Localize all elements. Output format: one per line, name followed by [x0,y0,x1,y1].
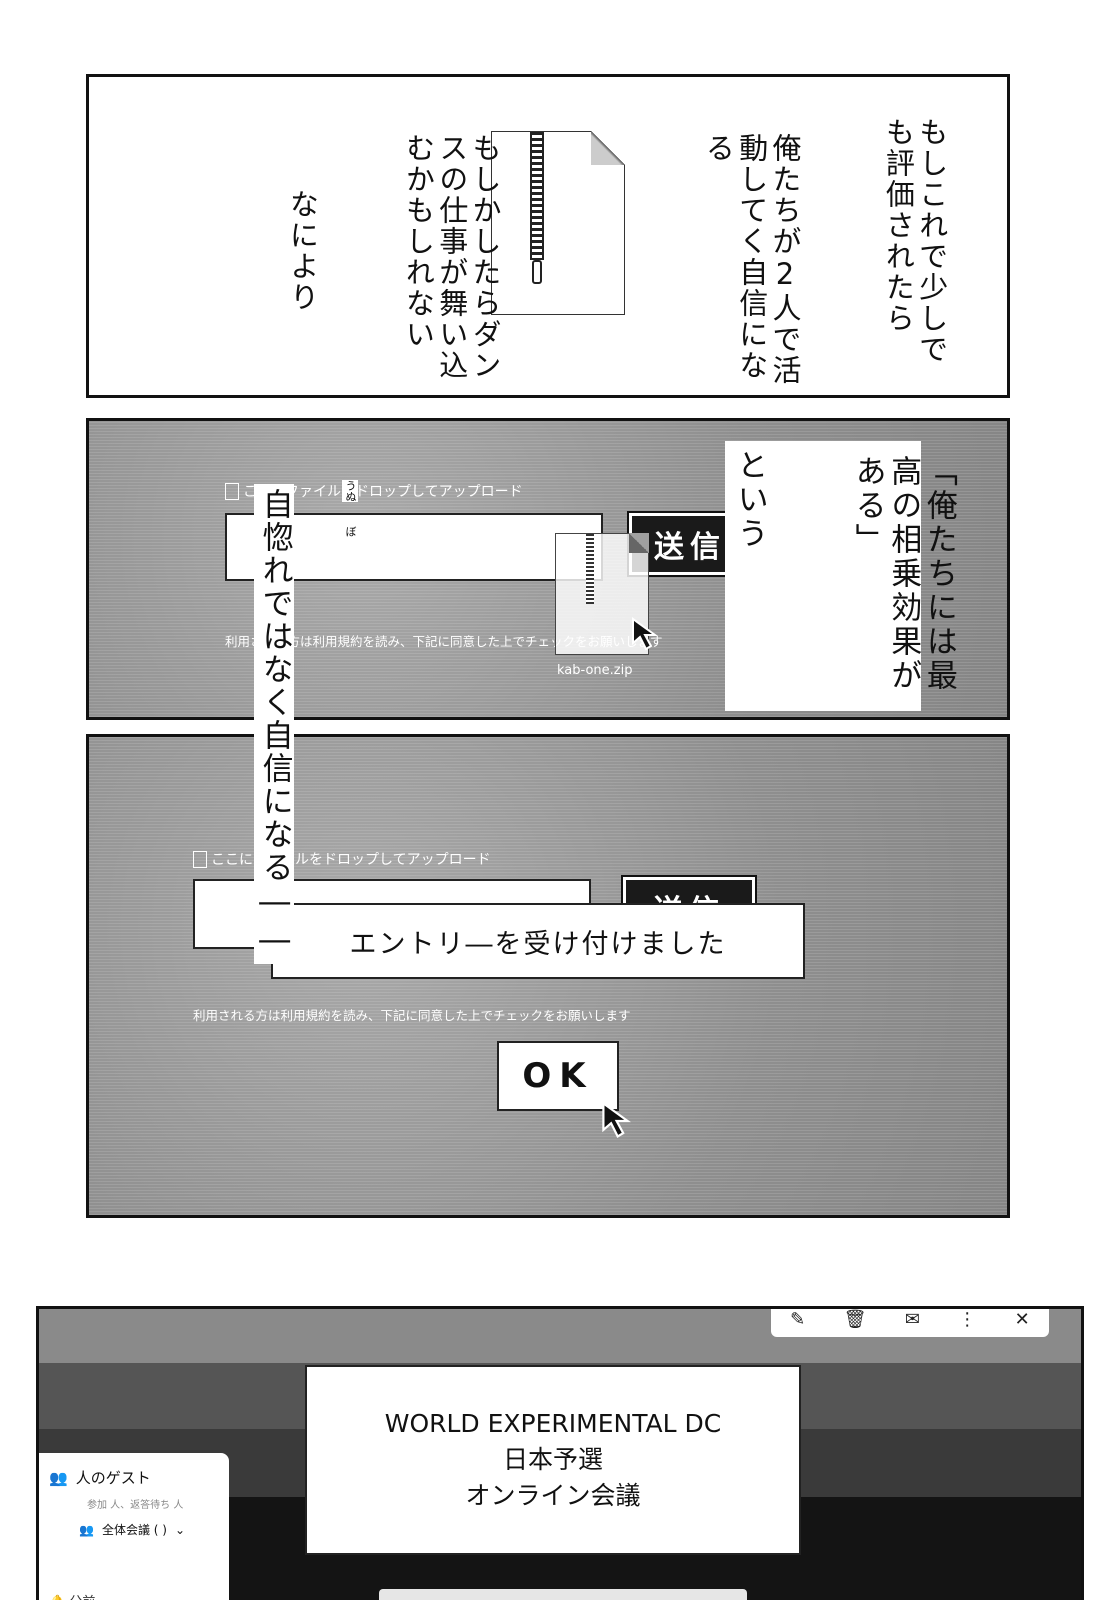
guests-row: 👥 人のゲスト [49,1467,219,1488]
event-toolbar: ✎ 🗑 ✉ ⋮ ✕ [771,1308,1049,1337]
terms-text: 利用される方は利用規約を読み、下記に同意した上でチェックをお願いします [225,634,663,649]
meeting-label: 全体会議 ( ) [101,1523,167,1537]
trash-icon[interactable]: 🗑 [843,1308,867,1330]
bell-icon: 🔔 [49,1595,65,1600]
ruby-text-1: うぬ [342,480,358,502]
meeting-title-card: WORLD EXPERIMENTAL DC 日本予選 オンライン会議 [305,1365,801,1555]
mouse-cursor-icon [632,617,659,651]
bubble-text: 「俺たちには最高の相乗効果がある」 [849,455,957,693]
meeting-title-line2: 日本予選 [502,1444,603,1474]
join-bar[interactable] [379,1589,747,1600]
meeting-title-line3: オンライン会議 [465,1481,641,1511]
panel-upload-form: ここにファイルをドロップしてアップロード 送信 利用される方は利用規約を読み、下… [86,418,1010,720]
guest-info-card: 👥 人のゲスト 参加 人、返答待ち 人 👥 全体会議 ( ) ⌄ 🔔 分前 [39,1453,229,1600]
drop-zone-text: ここにファイルをドロップしてアップロード [243,484,523,500]
narration-text-3: もしかしたらダンスの仕事が舞い込むかもしれない [401,133,503,381]
panel-monologue: もしこれで少しでも評価されたら 俺たちが2人で活動してく自信になる もしかしたら… [86,74,1010,398]
more-icon[interactable]: ⋮ [958,1308,977,1330]
chevron-down-icon: ⌄ [174,1522,186,1537]
people-icon: 👥 [49,1468,68,1487]
panel-entry-confirm: ここにファイルをドロップしてアップロード 送信 エントリ―を受け付けました 利用… [86,734,1010,1218]
dragged-file-name: kab-one.zip [557,663,633,678]
terms-text: 利用される方は利用規約を読み、下記に同意した上でチェックをお願いします [193,1008,631,1023]
drop-zone-label: ここにファイルをドロップしてアップロード [193,849,491,869]
bubble-tail-text: という [731,449,768,551]
meeting-title-line1: WORLD EXPERIMENTAL DC [384,1408,722,1438]
mail-icon[interactable]: ✉ [904,1308,920,1330]
group-icon: 👥 [79,1522,94,1537]
panel-online-meeting: ✎ 🗑 ✉ ⋮ ✕ WORLD EXPERIMENTAL DC 日本予選 オンラ… [36,1306,1084,1600]
narration-text-1: もしこれで少しでも評価されたら [881,117,949,365]
narration-text-2: 俺たちが2人で活動してく自信になる [701,133,803,386]
pencil-icon[interactable]: ✎ [790,1308,806,1330]
guests-label: 人のゲスト [75,1469,151,1487]
close-icon[interactable]: ✕ [1014,1308,1030,1330]
meeting-selector[interactable]: 👥 全体会議 ( ) ⌄ [79,1521,219,1538]
narration-text-4: なにより [285,189,320,313]
document-icon [225,482,239,500]
ruby-text-2: ぼ [342,526,358,537]
drop-zone-label: ここにファイルをドロップしてアップロード [225,481,523,501]
overlay-narration: 自惚れではなく自信になる―― [254,484,294,964]
mouse-cursor-icon [602,1101,631,1138]
reminder-label: 分前 [69,1595,95,1600]
guests-sub: 参加 人、返答待ち 人 [87,1500,184,1511]
zip-file-icon [491,131,625,315]
entry-accepted-dialog: エントリ―を受け付けました [271,903,805,979]
reminder-row: 🔔 分前 [49,1591,95,1600]
drop-zone-text: ここにファイルをドロップしてアップロード [211,852,491,868]
ok-button[interactable]: OK [497,1041,619,1111]
document-icon [193,850,207,868]
speech-bubble [725,441,921,711]
